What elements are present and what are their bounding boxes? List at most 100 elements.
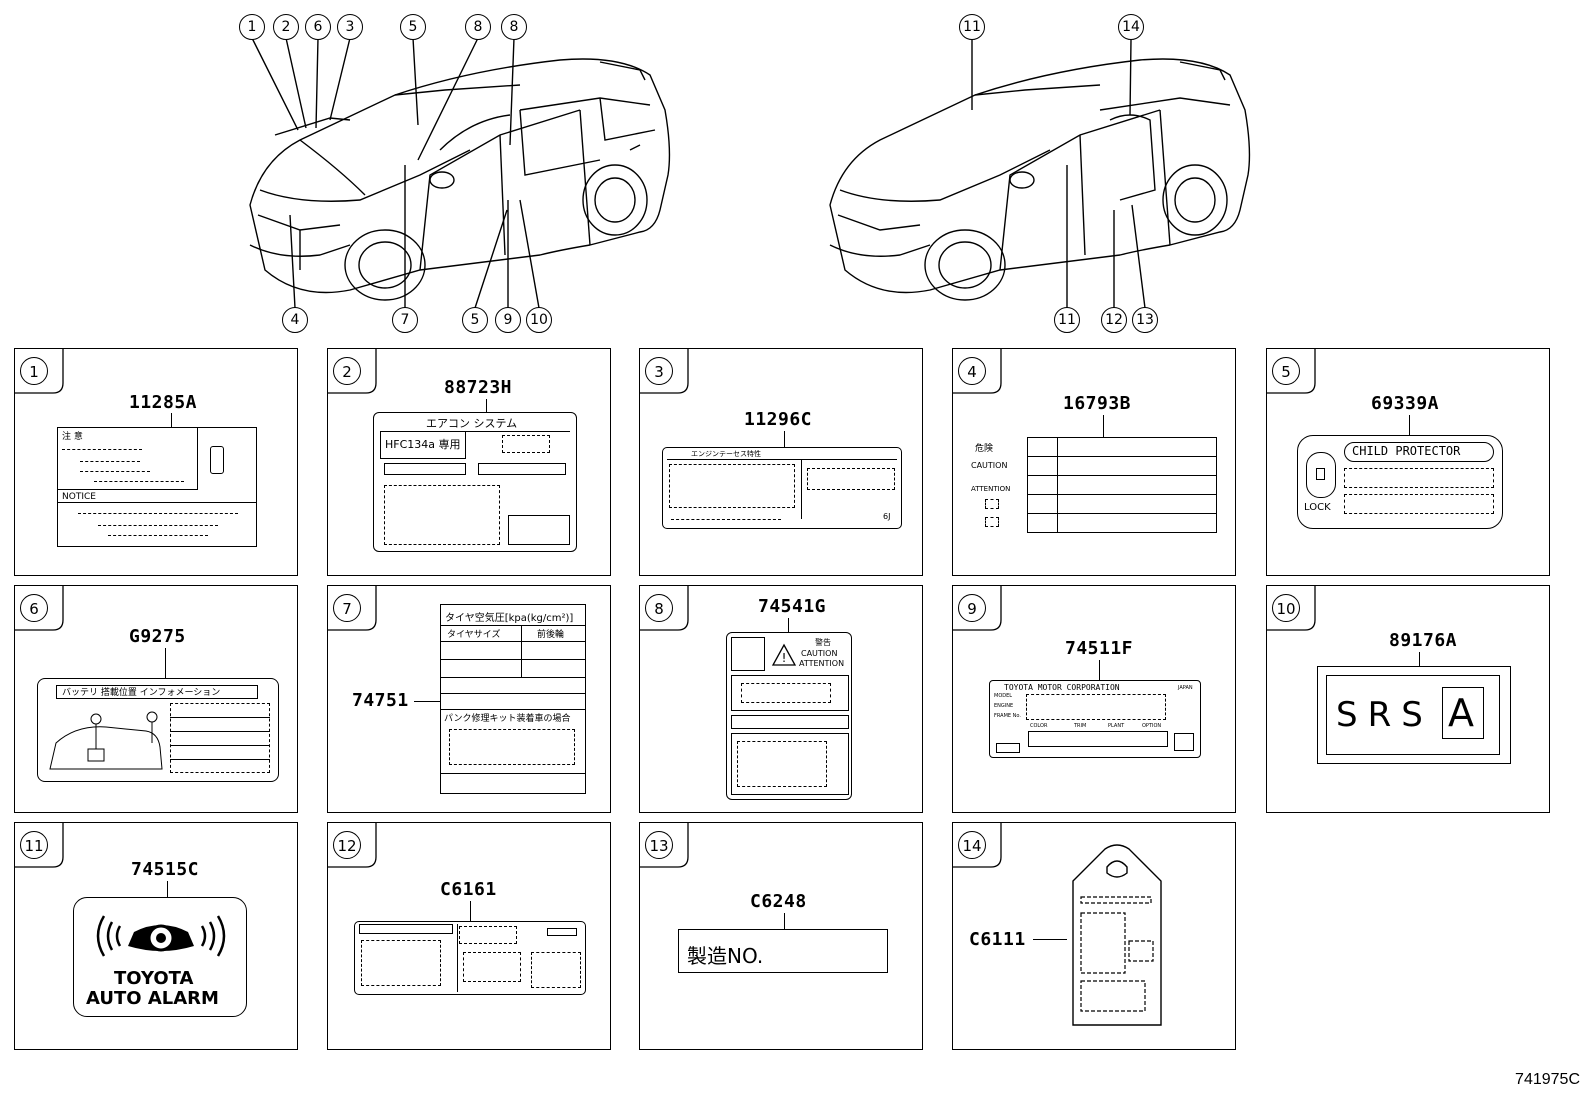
panel-1: 1 11285A 注 意 NOTICE	[14, 348, 298, 576]
part-number: 11296C	[744, 409, 813, 430]
callout-12: 12	[1101, 307, 1127, 333]
panel-14: 14 C6111	[952, 822, 1236, 1050]
label-text: 6J	[883, 512, 891, 521]
panel-tab: 8	[640, 586, 689, 631]
label-text: OPTION	[1142, 723, 1162, 729]
panel-tab: 13	[640, 823, 689, 868]
vehicle-illustrations	[249, 37, 1251, 309]
callout-11a: 11	[959, 14, 985, 40]
part-number: 11285A	[129, 392, 198, 413]
panel-tab: 2	[328, 349, 377, 394]
callout-3: 3	[337, 14, 363, 40]
panel-tab: 9	[953, 586, 1002, 631]
label-text: エアコン システム	[426, 417, 518, 430]
label-text: バッテリ 搭載位置 インフォメーション	[62, 688, 221, 698]
callout-10: 10	[526, 307, 552, 333]
label-text: タイヤサイズ	[447, 630, 501, 640]
label-text: ENGINE	[994, 703, 1014, 709]
label-11285A: 注 意 NOTICE	[57, 427, 257, 547]
warning-triangle-icon: !	[771, 643, 797, 666]
label-74751: タイヤ空気圧[kpa(kg/cm²)] タイヤサイズ 前後輪 パンク修理キット装…	[440, 604, 586, 794]
vehicle-seat-icon	[49, 711, 163, 770]
label-text: TRIM	[1074, 723, 1087, 729]
panel-11: 11 74515C TOYOTA AUTO ALARM	[14, 822, 298, 1050]
label-88723H: エアコン システム HFC134a 専用	[373, 412, 577, 552]
callout-14: 14	[1118, 14, 1144, 40]
label-74541G: ! 警告 CAUTION ATTENTION	[726, 632, 852, 800]
label-text: AUTO ALARM	[86, 988, 219, 1009]
label-text: CAUTION	[971, 461, 1008, 470]
part-number: 74751	[352, 690, 409, 711]
label-text: TOYOTA MOTOR CORPORATION	[1004, 683, 1120, 692]
label-G9275: バッテリ 搭載位置 インフォメーション	[37, 678, 279, 782]
callout-8a: 8	[465, 14, 491, 40]
label-text: COLOR	[1030, 723, 1048, 729]
label-text: 前後輪	[537, 630, 565, 640]
label-text: A	[1448, 691, 1474, 735]
label-text: PLANT	[1108, 723, 1125, 729]
part-number: 89176A	[1389, 630, 1458, 651]
label-89176A: SRS A	[1317, 666, 1511, 764]
label-text: SRS	[1336, 695, 1433, 735]
label-C6248: 製造NO.	[678, 929, 888, 973]
label-text: パンク修理キット装着車の場合	[444, 714, 571, 724]
label-C6161	[354, 921, 586, 995]
hang-tag	[1072, 844, 1162, 1026]
panel-tab: 12	[328, 823, 377, 868]
callout-2: 2	[273, 14, 299, 40]
part-number: 74541G	[758, 596, 827, 617]
label-text: FRAME No.	[994, 713, 1021, 719]
panel-tab: 7	[328, 586, 377, 631]
panel-tab: 4	[953, 349, 1002, 394]
callout-4: 4	[282, 307, 308, 333]
panel-3: 3 11296C エンジンテーセス特性 6J	[639, 348, 923, 576]
label-text: JAPAN	[1178, 685, 1193, 691]
panel-6: 6 G9275 バッテリ 搭載位置 インフォメーション	[14, 585, 298, 813]
label-text: LOCK	[1304, 502, 1331, 513]
panel-10: 10 89176A SRS A	[1266, 585, 1550, 813]
label-text: エンジンテーセス特性	[691, 450, 761, 458]
diagram-code: 741975C	[1515, 1071, 1580, 1088]
panel-4: 4 16793B 危険 CAUTION ATTENTION	[952, 348, 1236, 576]
label-11296C: エンジンテーセス特性 6J	[662, 447, 902, 529]
part-number: 69339A	[1371, 393, 1440, 414]
callout-5: 5	[400, 14, 426, 40]
callout-9: 9	[495, 307, 521, 333]
label-text: TOYOTA	[114, 968, 194, 989]
callout-8b: 8	[501, 14, 527, 40]
callout-7: 7	[392, 307, 418, 333]
right-car-drawing	[829, 58, 1251, 301]
part-number: 16793B	[1063, 393, 1132, 414]
left-car-drawing	[249, 58, 671, 301]
panel-12: 12 C6161	[327, 822, 611, 1050]
panel-tab: 5	[1267, 349, 1316, 394]
label-text: 製造NO.	[687, 944, 764, 968]
no-hand-icon	[731, 637, 765, 671]
alarm-car-icon	[96, 915, 226, 957]
label-74515C: TOYOTA AUTO ALARM	[73, 897, 247, 1017]
panel-tab: 14	[953, 823, 1002, 868]
panel-2: 2 88723H エアコン システム HFC134a 専用	[327, 348, 611, 576]
callout-6: 6	[305, 14, 331, 40]
panel-9: 9 74511F TOYOTA MOTOR CORPORATION JAPAN …	[952, 585, 1236, 813]
label-text: CHILD PROTECTOR	[1352, 444, 1461, 458]
part-number: C6248	[750, 891, 807, 912]
callout-11b: 11	[1054, 307, 1080, 333]
panel-tab: 3	[640, 349, 689, 394]
label-text: タイヤ空気圧[kpa(kg/cm²)]	[445, 613, 574, 624]
callout-13: 13	[1132, 307, 1158, 333]
label-text: 危険	[975, 444, 994, 454]
part-number: C6161	[440, 879, 497, 900]
part-number: 88723H	[444, 377, 513, 398]
panel-13: 13 C6248 製造NO.	[639, 822, 923, 1050]
label-text: NOTICE	[62, 492, 96, 502]
part-number: 74515C	[131, 859, 200, 880]
panel-tab: 6	[15, 586, 64, 631]
panel-tab: 10	[1267, 586, 1316, 631]
label-text: HFC134a 専用	[385, 438, 461, 451]
panel-tab: 1	[15, 349, 64, 394]
label-74511F: TOYOTA MOTOR CORPORATION JAPAN MODEL ENG…	[989, 680, 1201, 758]
label-text: ATTENTION	[799, 659, 845, 668]
callout-1: 1	[239, 14, 265, 40]
callout-5b: 5	[462, 307, 488, 333]
